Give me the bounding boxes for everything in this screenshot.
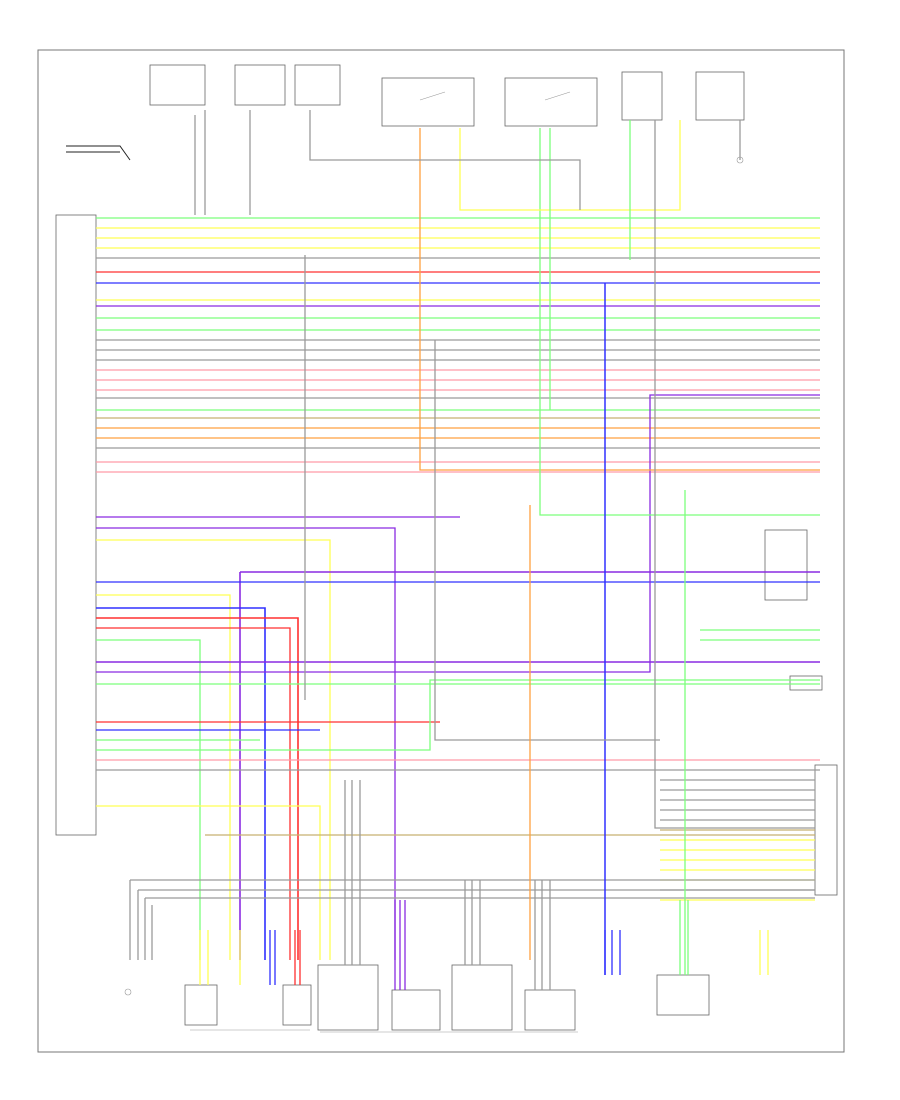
coil-pack-2 [451, 964, 513, 1031]
trunk-wire [96, 805, 321, 960]
trunk-wire [96, 627, 291, 960]
sensor-bottom-2 [656, 974, 710, 1016]
vertical-wire [309, 110, 581, 210]
sensor-wire [66, 145, 131, 161]
trunk-wire [96, 607, 266, 960]
trunk-wire [96, 394, 820, 673]
diagram-frame [37, 49, 845, 1053]
coil-pack-1 [317, 964, 379, 1031]
bottom-components [124, 964, 710, 1033]
sensor-box-top [621, 71, 663, 121]
ground-symbol [124, 988, 132, 996]
trunk-wire [96, 527, 396, 960]
module-right [764, 529, 808, 601]
sensor-box-right [695, 71, 745, 121]
connector-stack-right [814, 764, 838, 896]
trunk-wire [96, 539, 331, 960]
top-components [149, 64, 745, 164]
vertical-wire [434, 340, 660, 741]
vertical-wire [539, 128, 820, 516]
vertical-wire [419, 128, 820, 471]
trunk-wire [96, 639, 201, 960]
trunk-wire [96, 679, 820, 751]
wire-harness [66, 110, 820, 990]
vertical-wire [654, 120, 815, 829]
vertical-wire [459, 120, 681, 211]
trunk-wire [96, 594, 231, 960]
connector-right [789, 675, 823, 691]
relay-box-2 [504, 77, 598, 127]
relay-box-1 [381, 77, 475, 127]
ecm-connector-block [55, 214, 97, 836]
trunk-wire [96, 617, 299, 960]
